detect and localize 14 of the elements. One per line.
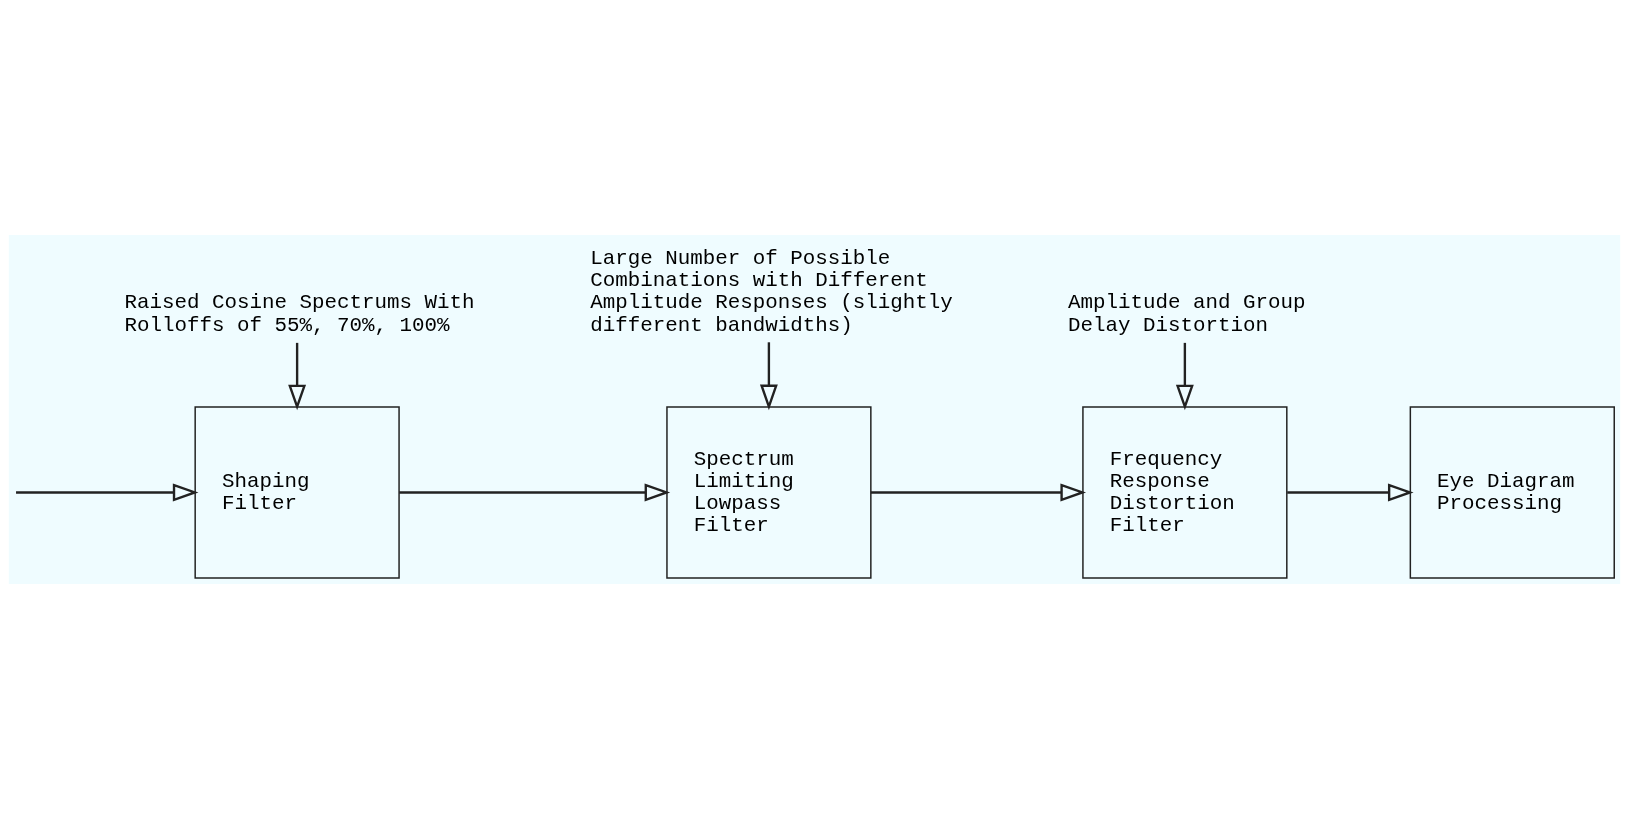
arrow [1175, 342, 1194, 410]
node-text: Large Number of Possible Combinations with Different Amplitude Responses (slightly different bandwidths) [590, 246, 953, 337]
arrow [1287, 483, 1414, 501]
node-box: Eye Diagram Processing [1409, 405, 1615, 579]
node-box: Frequency Response Distortion Filter [1082, 405, 1288, 579]
node-text: Raised Cosine Spectrums With Rolloffs of 55%, 70%, 100% [124, 290, 475, 337]
arrow [16, 483, 199, 501]
arrow [870, 483, 1087, 501]
node-text: Amplitude and Group Delay Distortion [1068, 290, 1306, 337]
arrow [399, 483, 671, 501]
node-box: Spectrum Limiting Lowpass Filter [666, 405, 872, 579]
arrow [288, 342, 307, 410]
node-box: Shaping Filter [194, 405, 400, 579]
arrow [759, 341, 778, 410]
